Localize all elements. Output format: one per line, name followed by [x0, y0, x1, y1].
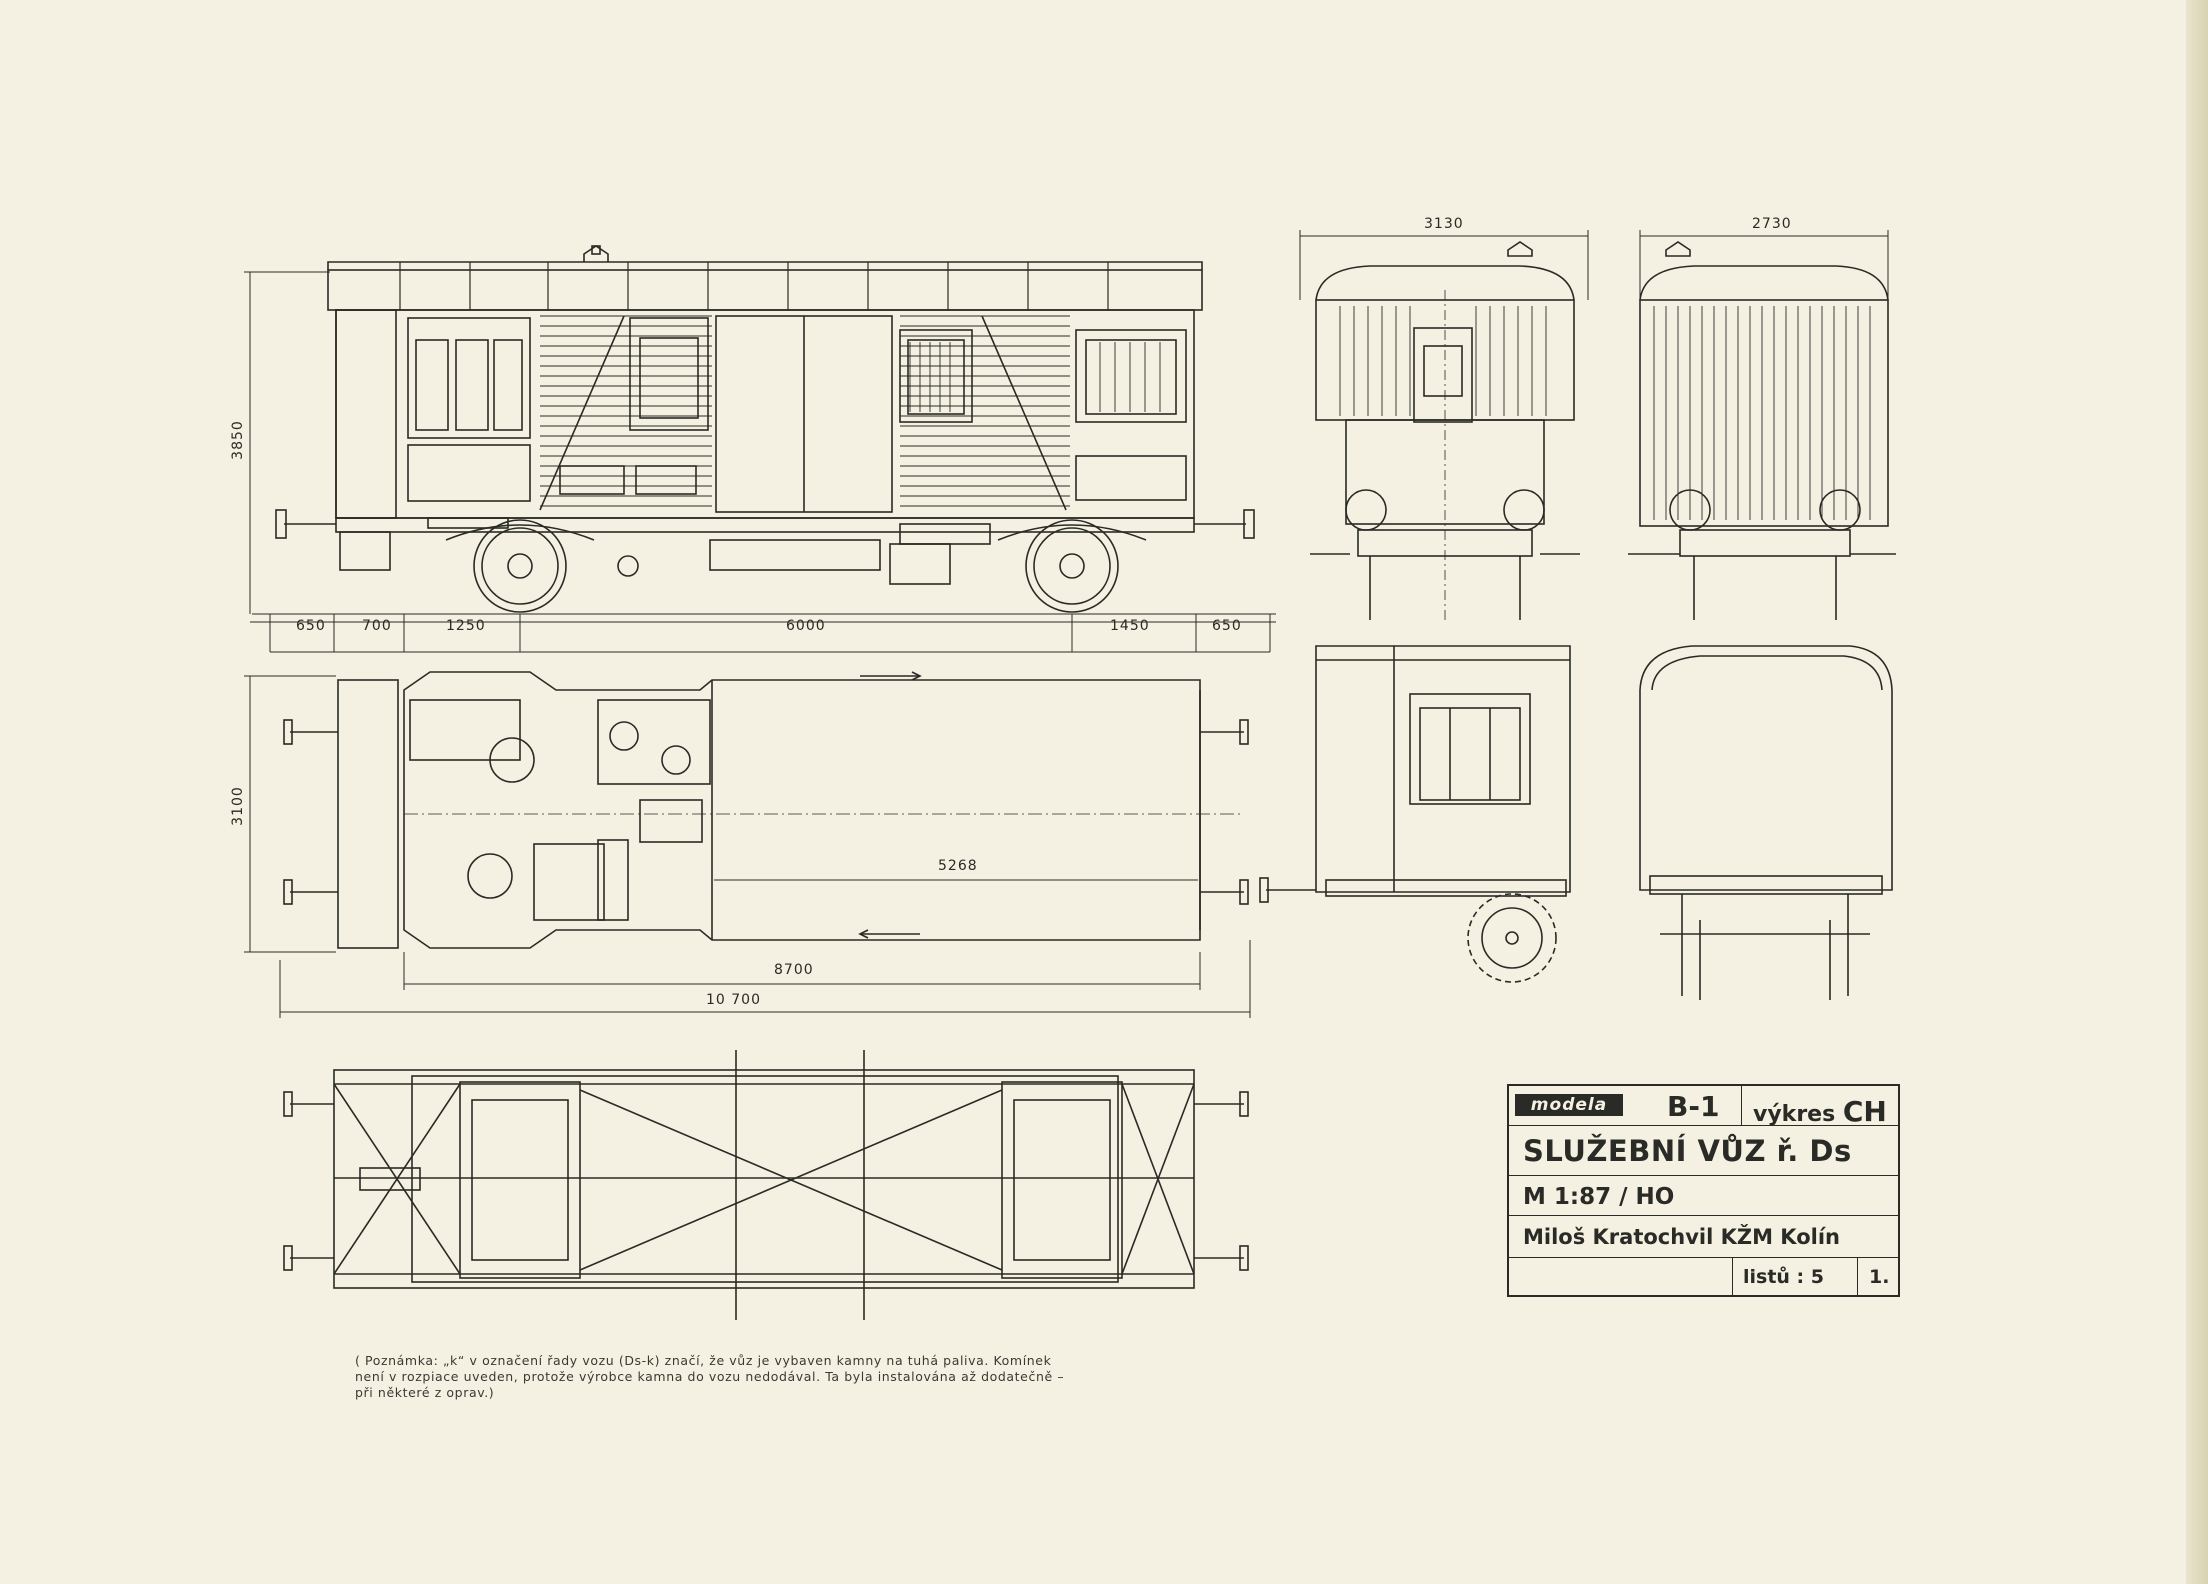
plan-view	[244, 671, 1251, 1018]
divider	[1741, 1086, 1742, 1126]
sheet-count: listů : 5	[1743, 1266, 1824, 1288]
side-height-dim: 3850	[229, 420, 246, 460]
side-dim-2: 700	[362, 618, 392, 634]
footnote-line: není v rozpiace uveden, protože výrobce …	[355, 1369, 1065, 1384]
end-view-2	[1628, 230, 1896, 620]
drawing-type: výkres CH	[1753, 1095, 1887, 1128]
modela-logo: modela	[1515, 1094, 1623, 1116]
title-row-scale: M 1:87 / HO	[1509, 1176, 1898, 1216]
title-row-author: Miloš Kratochvil KŽM Kolín	[1509, 1216, 1898, 1258]
divider	[1857, 1258, 1858, 1295]
drawing-author: Miloš Kratochvil KŽM Kolín	[1523, 1225, 1840, 1249]
divider	[1732, 1258, 1733, 1295]
title-row-name: SLUŽEBNÍ VŮZ ř. Ds	[1509, 1126, 1898, 1176]
sheet-number: 1.	[1869, 1266, 1890, 1288]
vykres-value: CH	[1842, 1095, 1887, 1128]
footnote-line: ( Poznámka: „k“ v označení řady vozu (Ds…	[355, 1353, 1052, 1368]
vykres-label: výkres	[1753, 1102, 1836, 1127]
title-row-sheets: listů : 5 1.	[1509, 1258, 1898, 1295]
side-dim-4: 6000	[786, 618, 826, 634]
drawing-scale: M 1:87 / HO	[1523, 1184, 1675, 1210]
title-row-header: modela B-1 výkres CH	[1509, 1086, 1898, 1128]
underframe-view	[283, 1050, 1249, 1320]
title-block: modela B-1 výkres CH SLUŽEBNÍ VŮZ ř. Ds …	[1507, 1084, 1900, 1297]
drawing-code: B-1	[1667, 1090, 1720, 1123]
side-dim-5: 1450	[1110, 618, 1150, 634]
footnote: ( Poznámka: „k“ v označení řady vozu (Ds…	[355, 1353, 1255, 1401]
drawing-title: SLUŽEBNÍ VŮZ ř. Ds	[1523, 1134, 1852, 1168]
side-view	[244, 245, 1276, 653]
section-view-1	[1259, 645, 1571, 983]
paper-edge	[2186, 0, 2208, 1584]
end2-width-dim: 2730	[1752, 216, 1792, 232]
footnote-line: při některé z oprav.)	[355, 1385, 495, 1400]
plan-inner-dim: 5268	[938, 858, 978, 874]
end1-width-dim: 3130	[1424, 216, 1464, 232]
plan-overall-dim: 10 700	[706, 992, 761, 1008]
plan-width-dim: 3100	[229, 786, 246, 826]
side-dim-6: 650	[1212, 618, 1242, 634]
side-dim-1: 650	[296, 618, 326, 634]
plan-frame-dim: 8700	[774, 962, 814, 978]
side-dim-3: 1250	[446, 618, 486, 634]
end-view-1	[1299, 230, 1589, 620]
section-view-2	[1639, 645, 1893, 1000]
